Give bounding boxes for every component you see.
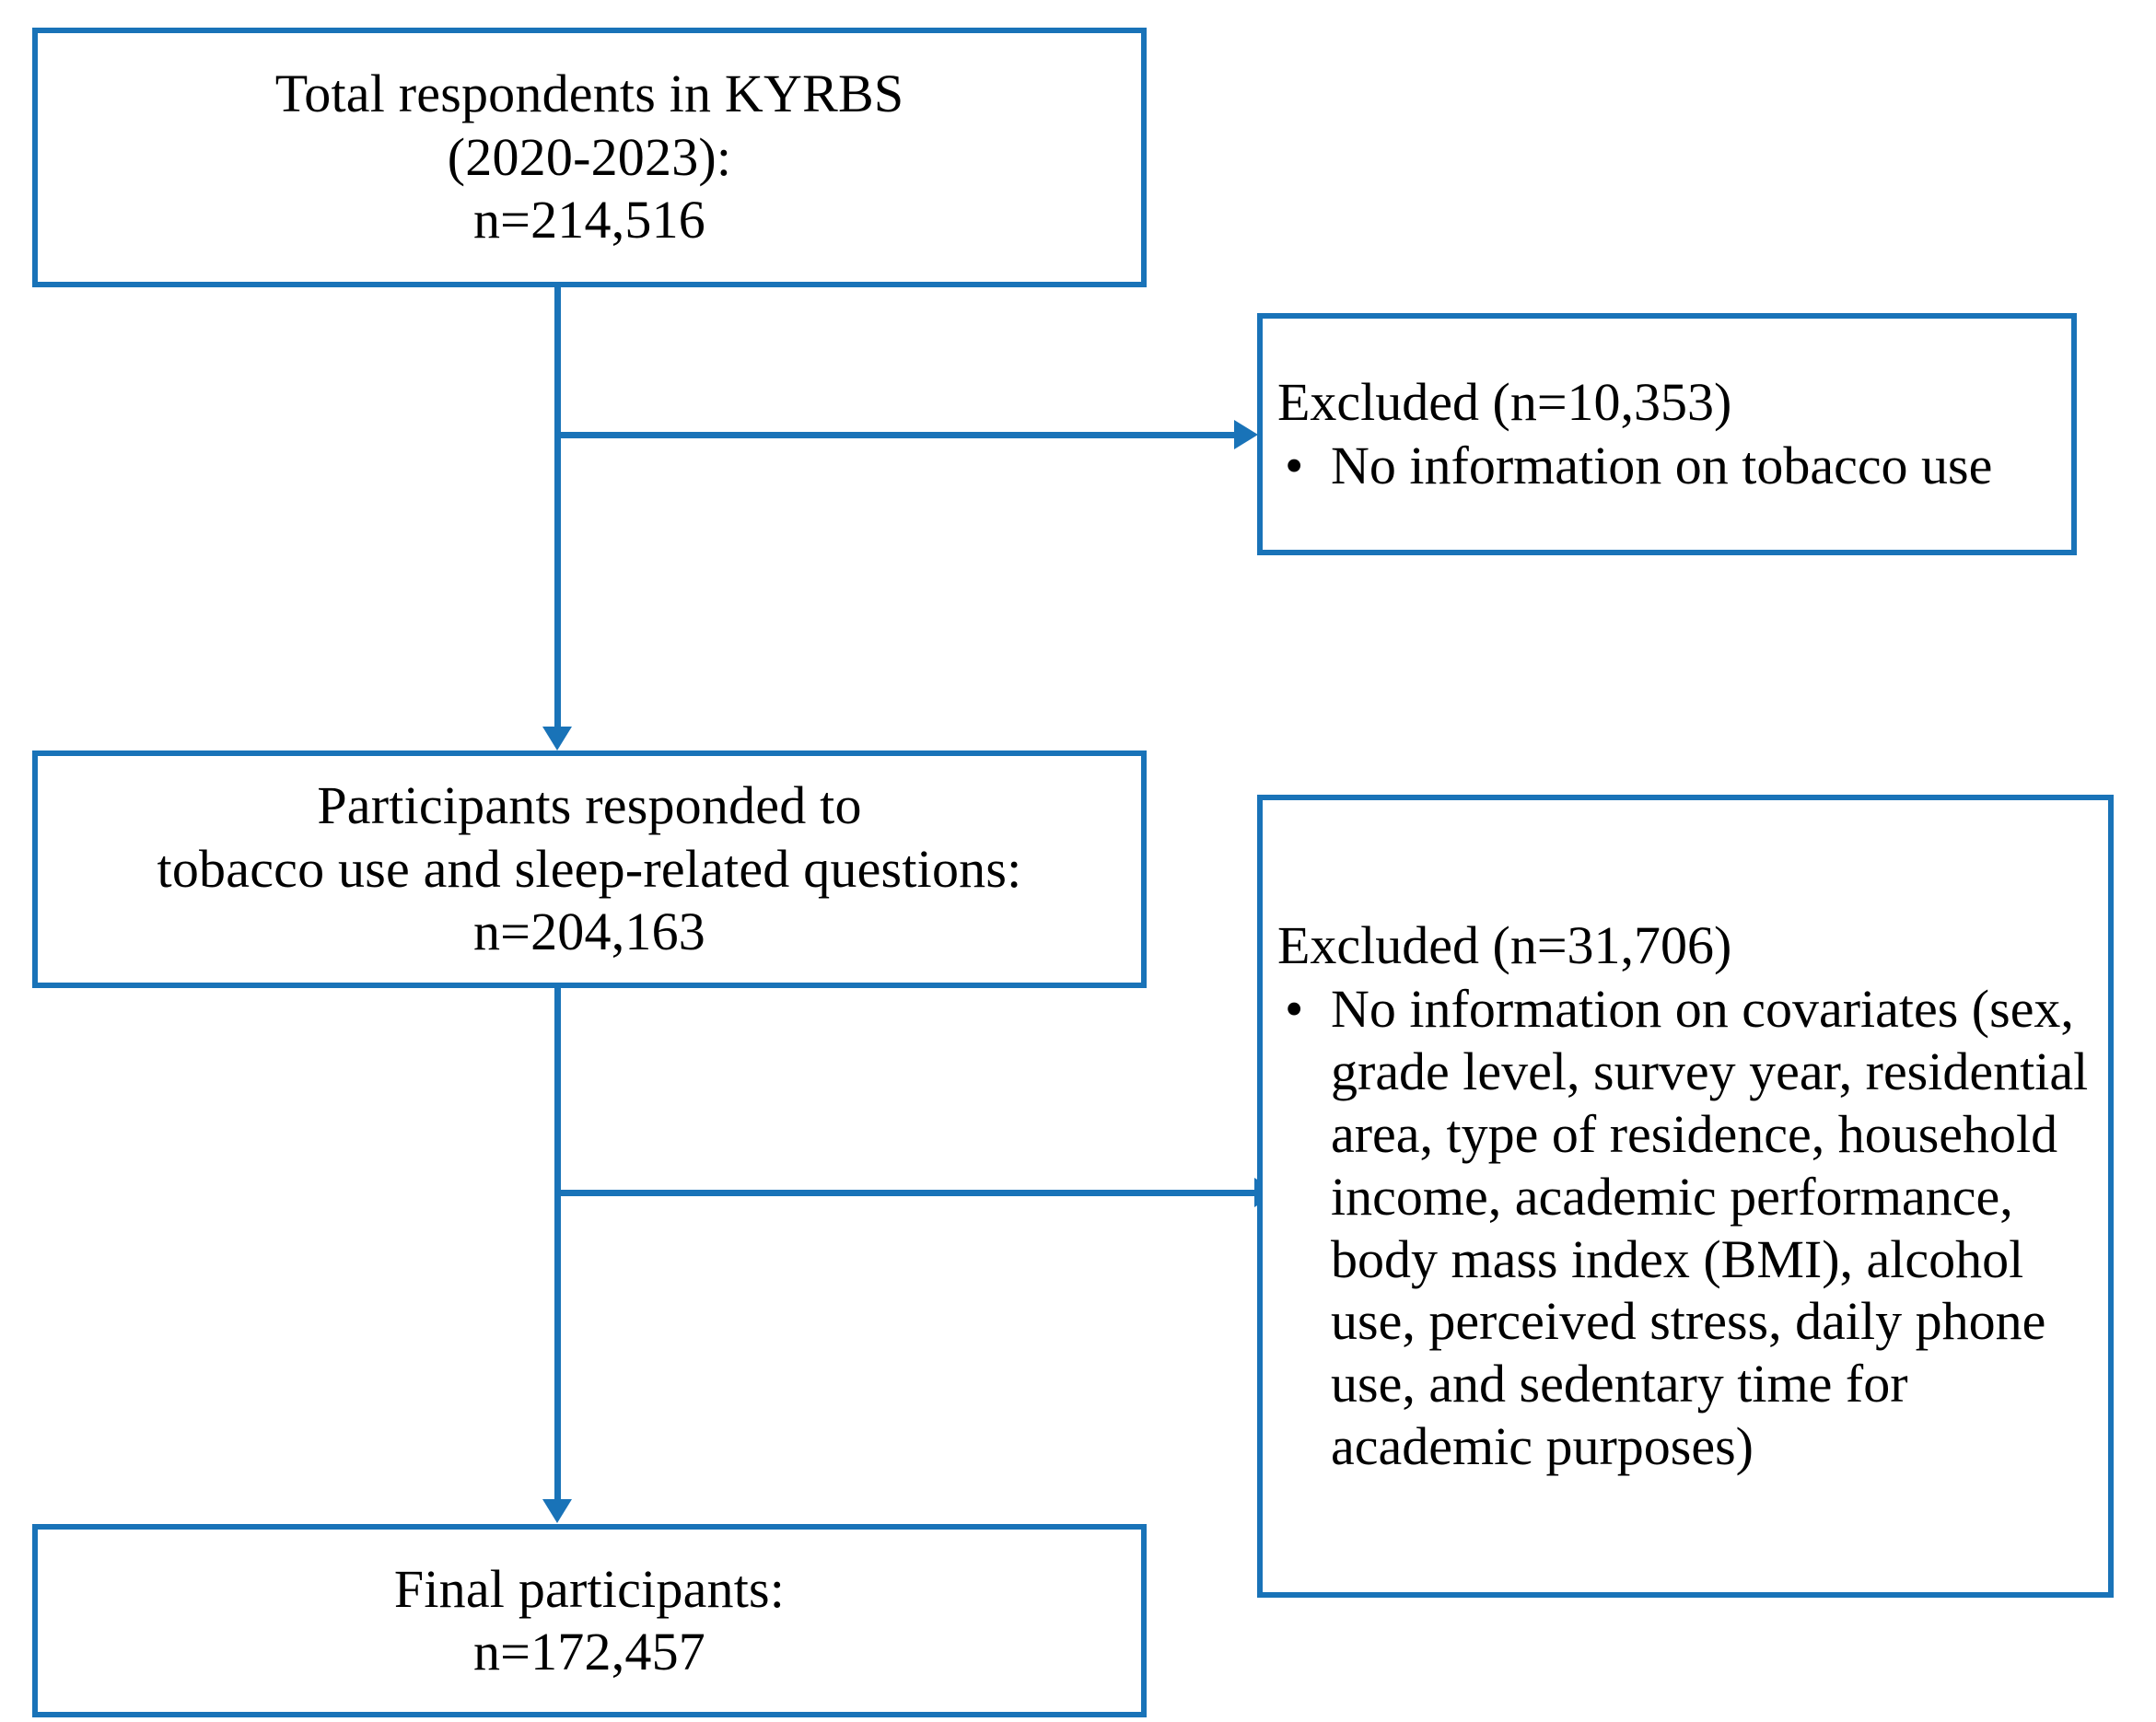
arrowhead-down-to-responded <box>542 727 572 750</box>
connector-branch-to-excluded-2 <box>554 1190 1260 1196</box>
box-final-participants: Final participants: n=172,457 <box>32 1524 1147 1717</box>
box-responded-line-3: n=204,163 <box>472 902 705 962</box>
excluded-2-list: • No information on covariates (sex, gra… <box>1277 978 2101 1478</box>
excluded-2-item: • No information on covariates (sex, gra… <box>1277 978 2101 1478</box>
box-total-line-1: Total respondents in KYRBS <box>274 64 904 124</box>
box-responded-line-2: tobacco use and sleep-related questions: <box>157 838 1022 899</box>
box-excluded-covariates: Excluded (n=31,706) • No information on … <box>1257 795 2114 1598</box>
bullet-icon: • <box>1285 436 1304 496</box>
box-final-line-2: n=172,457 <box>472 1622 705 1681</box>
box-responded-participants: Participants responded to tobacco use an… <box>32 750 1147 988</box>
box-total-respondents: Total respondents in KYRBS (2020-2023): … <box>32 28 1147 287</box>
box-responded-line-1: Participants responded to <box>317 775 862 836</box>
box-total-line-2: (2020-2023): <box>447 126 732 187</box>
excluded-2-title: Excluded (n=31,706) <box>1277 914 1732 975</box>
excluded-1-list: • No information on tobacco use <box>1277 435 2055 497</box>
excluded-2-item-text: No information on covariates (sex, grade… <box>1331 979 2089 1477</box>
box-total-line-3: n=214,516 <box>472 190 705 250</box>
connector-total-to-responded <box>554 287 561 729</box>
arrowhead-down-to-final <box>542 1499 572 1523</box>
excluded-1-title: Excluded (n=10,353) <box>1277 371 1732 432</box>
connector-branch-to-excluded-1 <box>554 432 1238 438</box>
box-final-line-1: Final participants: <box>393 1558 786 1619</box>
connector-responded-to-final <box>554 988 561 1500</box>
box-excluded-tobacco: Excluded (n=10,353) • No information on … <box>1257 313 2077 555</box>
arrowhead-right-to-excluded-1 <box>1234 420 1258 449</box>
bullet-icon: • <box>1285 979 1304 1040</box>
excluded-1-item: • No information on tobacco use <box>1277 435 2055 497</box>
excluded-1-item-text: No information on tobacco use <box>1331 436 1993 496</box>
